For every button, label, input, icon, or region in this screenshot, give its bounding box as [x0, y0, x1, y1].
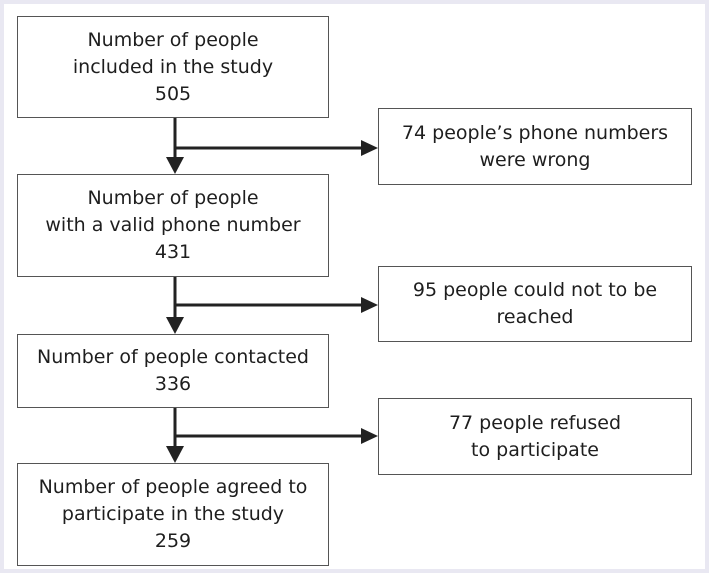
stage-count: 259 — [154, 530, 192, 552]
arrowhead-down-3 — [166, 446, 184, 463]
exclusion-label-line2: were wrong — [479, 148, 591, 171]
exclusion-label-line1: 95 people could not to be — [412, 279, 658, 301]
stage-box-included: Number of people included in the study 5… — [17, 16, 329, 118]
stage-box-agreed: Number of people agreed to participate i… — [17, 463, 329, 566]
arrowhead-right-2 — [361, 297, 378, 313]
arrowhead-right-3 — [361, 428, 378, 444]
stage-box-contacted: Number of people contacted 336 — [17, 334, 329, 408]
arrowhead-right-1 — [361, 140, 378, 156]
stage-label-line2: included in the study — [72, 55, 274, 78]
arrowhead-down-1 — [166, 157, 184, 174]
stage-label-line2: with a valid phone number — [45, 214, 301, 236]
stage-count: 505 — [154, 82, 192, 105]
exclusion-label-line2: reached — [496, 306, 574, 328]
stage-count: 336 — [154, 373, 192, 395]
stage-label-line1: Number of people agreed to — [38, 476, 308, 498]
exclusion-box-not-reached: 95 people could not to be reached — [378, 266, 692, 342]
stage-label-line1: Number of people — [87, 187, 259, 209]
exclusion-label-line1: 77 people refused — [448, 411, 622, 434]
stage-label-line1: Number of people contacted — [36, 346, 309, 368]
exclusion-box-refused: 77 people refused to participate — [378, 398, 692, 475]
arrowhead-down-2 — [166, 317, 184, 334]
stage-count: 431 — [154, 241, 192, 263]
stage-label-line1: Number of people — [87, 28, 259, 51]
stage-box-valid-phone: Number of people with a valid phone numb… — [17, 174, 329, 277]
exclusion-box-wrong-numbers: 74 people’s phone numbers were wrong — [378, 108, 692, 185]
stage-label-line2: participate in the study — [61, 503, 285, 525]
exclusion-label-line1: 74 people’s phone numbers — [401, 121, 669, 144]
exclusion-label-line2: to participate — [471, 438, 599, 461]
